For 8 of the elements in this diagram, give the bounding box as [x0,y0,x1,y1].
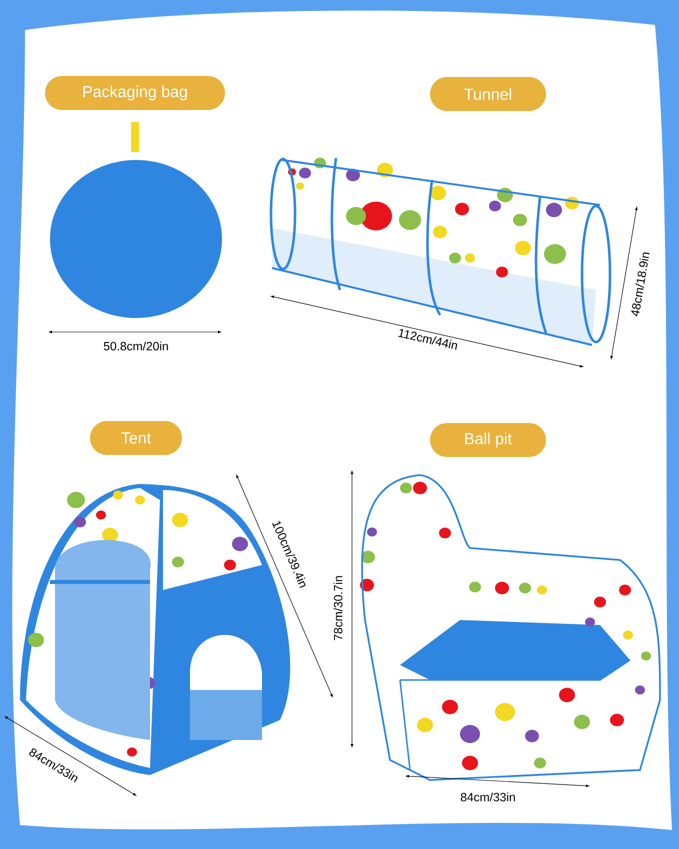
dimension-label: 84cm/33in [460,792,515,802]
title-pill: Tent [90,421,182,455]
dimension-label: 78cm/30.7in [334,576,342,640]
dimension-label: 50.8cm/20in [104,342,168,350]
title-pill: Packaging bag [45,76,225,110]
dimension-label: 48cm/18.9in [631,252,650,316]
title-pill: Ball pit [430,423,546,457]
title-pill: Tunnel [430,77,546,111]
